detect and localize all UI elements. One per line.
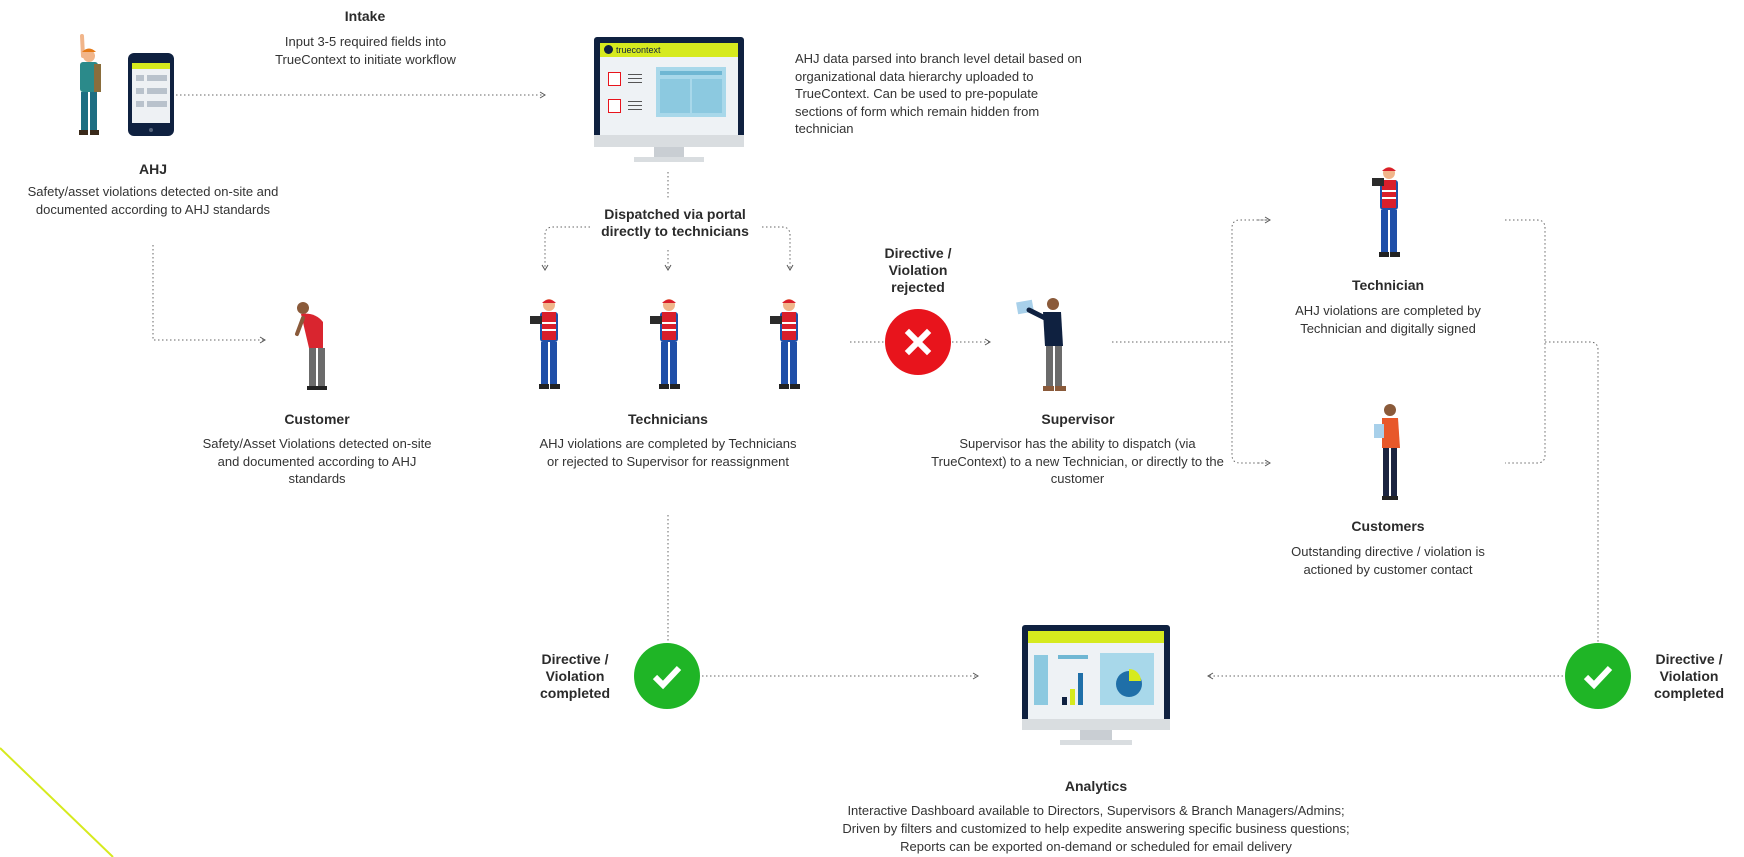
check-icon — [634, 643, 700, 709]
supervisor-illustration — [1016, 298, 1066, 391]
intake-text: Input 3-5 required fields into TrueConte… — [275, 34, 456, 67]
customers-title: Customers — [1351, 518, 1425, 534]
technician-illustration-2 — [650, 299, 680, 389]
x-icon — [885, 309, 951, 375]
analytics-title: Analytics — [1064, 778, 1128, 794]
connector-dispatch-right — [762, 226, 794, 271]
technician-illustration-right — [1372, 167, 1400, 257]
connector-dispatch-left — [541, 226, 590, 271]
analytics-line-3: Reports can be exported on-demand or sch… — [900, 839, 1292, 854]
accent-line — [0, 747, 114, 857]
portal-brand: truecontext — [616, 45, 661, 55]
connector-ahj-customer — [152, 245, 266, 344]
ahj-title: AHJ — [138, 161, 167, 177]
intake-title: Intake — [344, 8, 386, 24]
portal-note: AHJ data parsed into branch level detail… — [795, 51, 1082, 136]
monitor-icon: truecontext — [594, 37, 744, 167]
truecontext-logo-icon — [604, 45, 613, 54]
dispatch-label: Dispatched via portal directly to techni… — [601, 206, 749, 239]
connector-branch — [1231, 219, 1270, 464]
customers-illustration — [1374, 404, 1400, 500]
customer-illustration — [295, 302, 327, 390]
check-icon — [1565, 643, 1631, 709]
supervisor-text: Supervisor has the ability to dispatch (… — [931, 436, 1224, 486]
completed-left-label: Directive / Violation completed — [539, 651, 610, 701]
analytics-line-2: Driven by filters and customized to help… — [842, 821, 1350, 836]
supervisor-title: Supervisor — [1041, 411, 1115, 427]
connector-right-down — [1545, 341, 1599, 645]
analytics-line-1: Interactive Dashboard available to Direc… — [847, 803, 1345, 818]
customers-text: Outstanding directive / violation is act… — [1291, 544, 1485, 577]
technicians-text: AHJ violations are completed by Technici… — [539, 436, 797, 469]
ahj-worker-illustration — [79, 34, 101, 135]
technicians-title: Technicians — [628, 411, 708, 427]
ahj-text: Safety/asset violations detected on-site… — [27, 184, 279, 217]
connector-right-bracket — [1505, 219, 1546, 464]
technician-title: Technician — [1351, 277, 1425, 293]
technician-illustration-3 — [770, 299, 800, 389]
technician-illustration-1 — [530, 299, 560, 389]
customer-text: Safety/Asset Violations detected on-site… — [202, 436, 432, 486]
technician-text: AHJ violations are completed by Technici… — [1295, 303, 1481, 336]
analytics-monitor-icon — [1022, 625, 1170, 751]
customer-title: Customer — [284, 411, 350, 427]
phone-icon — [128, 53, 174, 136]
rejected-label: Directive / Violation rejected — [884, 245, 952, 295]
completed-right-label: Directive / Violation completed — [1653, 651, 1724, 701]
